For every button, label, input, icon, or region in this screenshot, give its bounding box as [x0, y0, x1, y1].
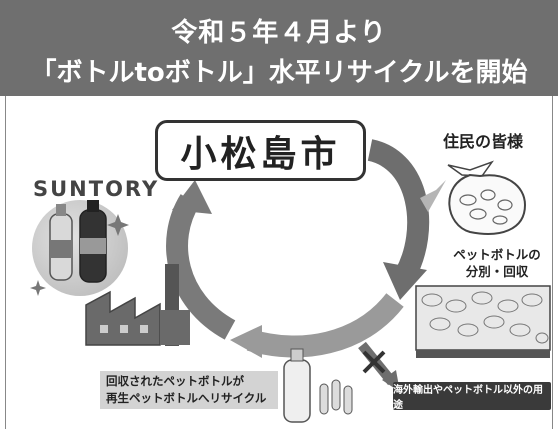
recycle-label: 回収されたペットボトルが 再生ペットボトルへリサイクル — [100, 371, 278, 409]
recycle-label-line-1: 回収されたペットボトルが — [106, 374, 244, 388]
cycle-arrow-right — [366, 139, 430, 281]
pet-bottle-dark-icon — [79, 200, 107, 283]
x-mark-icon — [362, 350, 386, 374]
other-use-label: 海外輸出やペットボトル以外の用途 — [393, 382, 551, 411]
suntory-logo: SUNTORY — [33, 177, 160, 201]
bottle-bale-icon — [415, 285, 551, 358]
residents-label: 住民の皆様 — [443, 132, 524, 151]
title-line-1: 令和５年４月より — [171, 18, 387, 48]
factory-icon — [85, 264, 190, 346]
sorting-label-line-1: ペットボトルの — [453, 247, 541, 262]
pet-bottle-icon — [49, 204, 73, 281]
recycle-label-line-2: 再生ペットボトルへリサイクル — [106, 391, 267, 405]
title-line-2: 「ボトルtoボトル」水平リサイクルを開始 — [30, 58, 528, 88]
residents-arrow — [420, 180, 446, 212]
sorting-label-line-2: 分別・回収 — [465, 264, 529, 279]
cycle-arrow-bottom — [246, 292, 404, 358]
cycle-arrowhead-left — [172, 180, 212, 214]
cycle-arrowhead-bottom — [230, 325, 262, 358]
header-banner: 令和５年４月より 「ボトルtoボトル」水平リサイクルを開始 — [0, 0, 558, 96]
sorting-label: ペットボトルの 分別・回収 — [443, 246, 551, 280]
recycled-bottle-icon — [283, 348, 311, 423]
garbage-bag-icon — [447, 160, 527, 235]
preform-icon — [319, 379, 353, 415]
cycle-arrow-left — [166, 194, 236, 340]
city-name: 小松島市 — [155, 120, 366, 181]
sparkle-icon — [30, 214, 129, 296]
cycle-arrowhead-right — [383, 262, 427, 300]
